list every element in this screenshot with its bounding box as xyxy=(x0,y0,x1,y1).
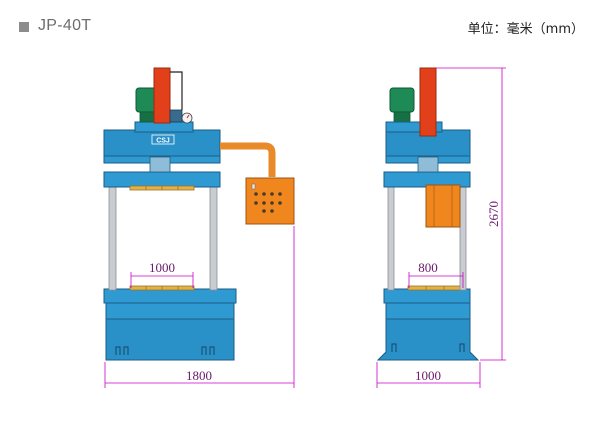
side-cylinder xyxy=(419,67,437,137)
front-dimensions: 1000 1800 xyxy=(104,226,295,388)
side-overall-height-label: 2670 xyxy=(486,201,501,227)
side-worktable xyxy=(383,288,471,304)
side-overall-width-label: 1000 xyxy=(415,368,441,383)
front-hydraulic-hose xyxy=(170,71,183,110)
front-view: CSJ xyxy=(103,67,295,361)
front-cylinder xyxy=(153,67,171,124)
front-table-width-label: 1000 xyxy=(149,260,175,275)
side-base-top xyxy=(385,302,471,320)
control-box-buttons xyxy=(254,192,282,213)
header-square-icon xyxy=(19,22,29,32)
side-base-cabinet xyxy=(376,317,480,361)
front-logo-plate xyxy=(151,134,175,145)
front-base-cabinet xyxy=(105,317,235,361)
side-control-block xyxy=(425,184,461,228)
unit-label: 单位：毫米（mm） xyxy=(467,22,584,37)
side-column-left xyxy=(387,186,395,291)
side-oil-tank xyxy=(385,121,443,133)
front-overall-width-label: 1800 xyxy=(186,368,212,383)
front-valve-block xyxy=(169,109,183,123)
front-column-left xyxy=(108,186,117,291)
side-table-width-label: 800 xyxy=(418,260,438,275)
front-base-top xyxy=(105,302,235,320)
front-logo-text: CSJ xyxy=(156,138,170,145)
front-ram xyxy=(149,156,171,173)
control-pipe xyxy=(220,142,276,177)
front-base-feet xyxy=(115,346,215,355)
side-lower-mold xyxy=(407,285,465,291)
side-motor xyxy=(389,87,415,113)
front-column-right xyxy=(209,186,218,291)
front-worktable xyxy=(103,288,237,304)
front-moving-plate xyxy=(103,171,221,188)
side-view xyxy=(376,67,480,361)
model-title: JP-40T xyxy=(38,17,92,34)
side-dimensions: 800 1000 2670 xyxy=(376,67,506,388)
